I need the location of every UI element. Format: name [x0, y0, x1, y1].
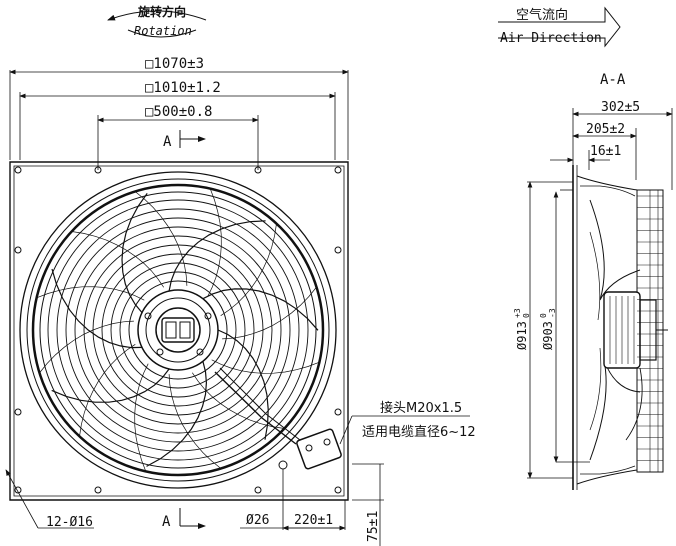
guard-spoke: [134, 363, 149, 472]
blade-edge: [121, 193, 148, 313]
dia-913-group: Ø913 +3 0: [513, 308, 531, 350]
guard-spoke: [79, 344, 136, 437]
front-dimensions: [9, 69, 349, 170]
connector-note: 接头M20x1.5 适用电缆直径6~12: [339, 400, 476, 445]
dim-16-label: 16±1: [590, 144, 621, 159]
blade-edge: [51, 368, 170, 403]
section-letter-top: A: [163, 134, 172, 150]
guard-spoke: [207, 188, 222, 297]
dim-inner-label: □500±0.8: [145, 104, 212, 120]
guard-spoke: [134, 191, 188, 286]
bottom-dimensions: [240, 463, 384, 546]
dia-913-label: Ø913: [515, 321, 529, 350]
dim-205-label: 205±2: [586, 122, 625, 137]
section-letter-bottom: A: [162, 514, 171, 530]
airflow-cn-label: 空气流向: [516, 7, 568, 23]
guard-spoke: [220, 223, 277, 316]
section-title: A-A: [600, 72, 626, 88]
dia-903-group: Ø903 0 -3: [539, 308, 557, 350]
dim-75-label: 75±1: [366, 511, 381, 542]
blade-edge: [51, 268, 143, 349]
holes-label: 12-Ø16: [46, 515, 93, 530]
mounting-holes: [14, 166, 342, 494]
section-dimensions: [527, 108, 673, 479]
blade-edge: [168, 220, 266, 292]
dim-220-label: 220±1: [294, 513, 333, 528]
guard-spoke: [192, 372, 285, 429]
blade-edge: [217, 329, 269, 440]
dia-903-tol-up: 0: [539, 313, 548, 318]
connector-spec: 接头M20x1.5: [380, 400, 462, 416]
cable-spec: 适用电缆直径6~12: [362, 424, 476, 440]
dim-outer-label: □1070±3: [145, 56, 204, 72]
dim-302-label: 302±5: [601, 100, 640, 115]
guard-spoke: [222, 286, 317, 340]
section-mark-bottom: A: [162, 508, 206, 530]
dia-903-tol-low: -3: [548, 308, 557, 318]
guard-spoke: [71, 231, 164, 288]
guard-spokes: [36, 188, 320, 472]
blade-edge: [146, 361, 208, 467]
fan-blades: [51, 193, 319, 467]
junction-box: [214, 367, 342, 470]
airflow-en-label: Air Direction: [500, 31, 602, 46]
section-body: [572, 165, 668, 490]
rotation-indicator: 旋转方向 Rotation: [107, 4, 207, 38]
section-guard-ribs: [637, 195, 663, 461]
guard-spoke: [211, 359, 320, 374]
guard-spoke: [168, 374, 222, 469]
fan-guard: [19, 171, 337, 489]
hole-small-label: Ø26: [246, 513, 269, 528]
airflow-indicator: 空气流向 Air Direction: [498, 6, 621, 48]
guard-spoke: [39, 320, 134, 374]
section-mark-top: A: [163, 130, 206, 150]
dia-913-tol-low: 0: [522, 313, 531, 318]
rotation-en-label: Rotation: [134, 24, 192, 38]
blade-edge: [202, 288, 319, 331]
dim-mid-label: □1010±1.2: [145, 80, 221, 96]
dia-913-tol-up: +3: [513, 308, 522, 318]
holes-leader: 12-Ø16: [5, 469, 94, 530]
fan-plate: [9, 161, 349, 501]
guard-spoke: [36, 286, 145, 301]
motor-hub: [144, 307, 212, 356]
dia-903-label: Ø903: [541, 321, 555, 350]
rotation-cn-label: 旋转方向: [137, 4, 186, 19]
